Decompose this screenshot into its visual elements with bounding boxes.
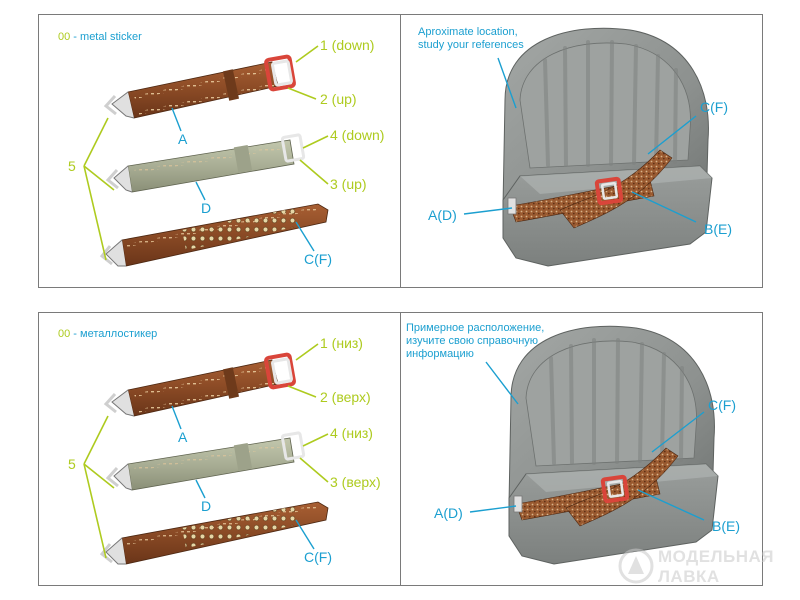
top-label-3: 3 (up) (330, 176, 367, 192)
top-label-1: 1 (down) (320, 37, 375, 53)
bottom-seat-label-ad: A(D) (434, 505, 463, 521)
bottom-green-leaders (83, 343, 329, 559)
bottom-label-4: 4 (низ) (330, 425, 373, 441)
bottom-location-note: Примерное расположение, изучите свою спр… (406, 322, 544, 361)
top-blue-leaders (171, 57, 697, 252)
top-label-cf: C(F) (304, 251, 332, 267)
bottom-label-2: 2 (верх) (320, 389, 371, 405)
bottom-legend-text: - металлостикер (70, 328, 158, 340)
top-location-note: Aproximate location, study your referenc… (418, 26, 524, 52)
bottom-legend-code: 00 (58, 328, 71, 340)
top-seat-label-cf: C(F) (700, 99, 728, 115)
bottom-label-1: 1 (низ) (320, 335, 363, 351)
top-label-d: D (201, 200, 212, 216)
top-legend-code: 00 (58, 31, 71, 43)
bottom-label-a: A (178, 429, 188, 445)
bottom-blue-leaders (171, 361, 705, 550)
bottom-note-line-2: изучите свою справочную (406, 335, 539, 347)
top-seat-illustration (501, 26, 714, 269)
top-note-line-1: Aproximate location, (418, 26, 518, 38)
watermark-line-1: МОДЕЛЬНАЯ (658, 547, 775, 566)
top-seat-label-be: B(E) (704, 221, 732, 237)
top-label-2: 2 (up) (320, 91, 357, 107)
top-label-a: A (178, 131, 188, 147)
top-legend-text: - metal sticker (70, 31, 142, 43)
top-seat-label-ad: A(D) (428, 207, 457, 223)
bottom-straps-illustration (100, 352, 330, 566)
watermark-icon (618, 548, 654, 584)
watermark-line-2: ЛАВКА (658, 567, 720, 586)
top-label-5: 5 (68, 158, 76, 174)
bottom-note-line-1: Примерное расположение, (406, 322, 545, 334)
bottom-label-d: D (201, 498, 212, 514)
bottom-label-cf: C(F) (304, 549, 332, 565)
bottom-note-line-3: информацию (406, 348, 474, 360)
bottom-legend: 00 - металлостикер (58, 328, 157, 340)
bottom-label-3: 3 (верх) (330, 474, 381, 490)
top-note-line-2: study your references (418, 39, 524, 51)
watermark-logo: МОДЕЛЬНАЯ ЛАВКА (616, 544, 786, 588)
top-green-leaders (83, 45, 329, 261)
bottom-seat-label-be: B(E) (712, 518, 740, 534)
bottom-label-5: 5 (68, 456, 76, 472)
top-label-4: 4 (down) (330, 127, 385, 143)
bottom-seat-label-cf: C(F) (708, 397, 736, 413)
top-legend: 00 - metal sticker (58, 31, 142, 43)
bottom-seat-illustration (507, 324, 720, 566)
top-straps-illustration (100, 54, 330, 268)
